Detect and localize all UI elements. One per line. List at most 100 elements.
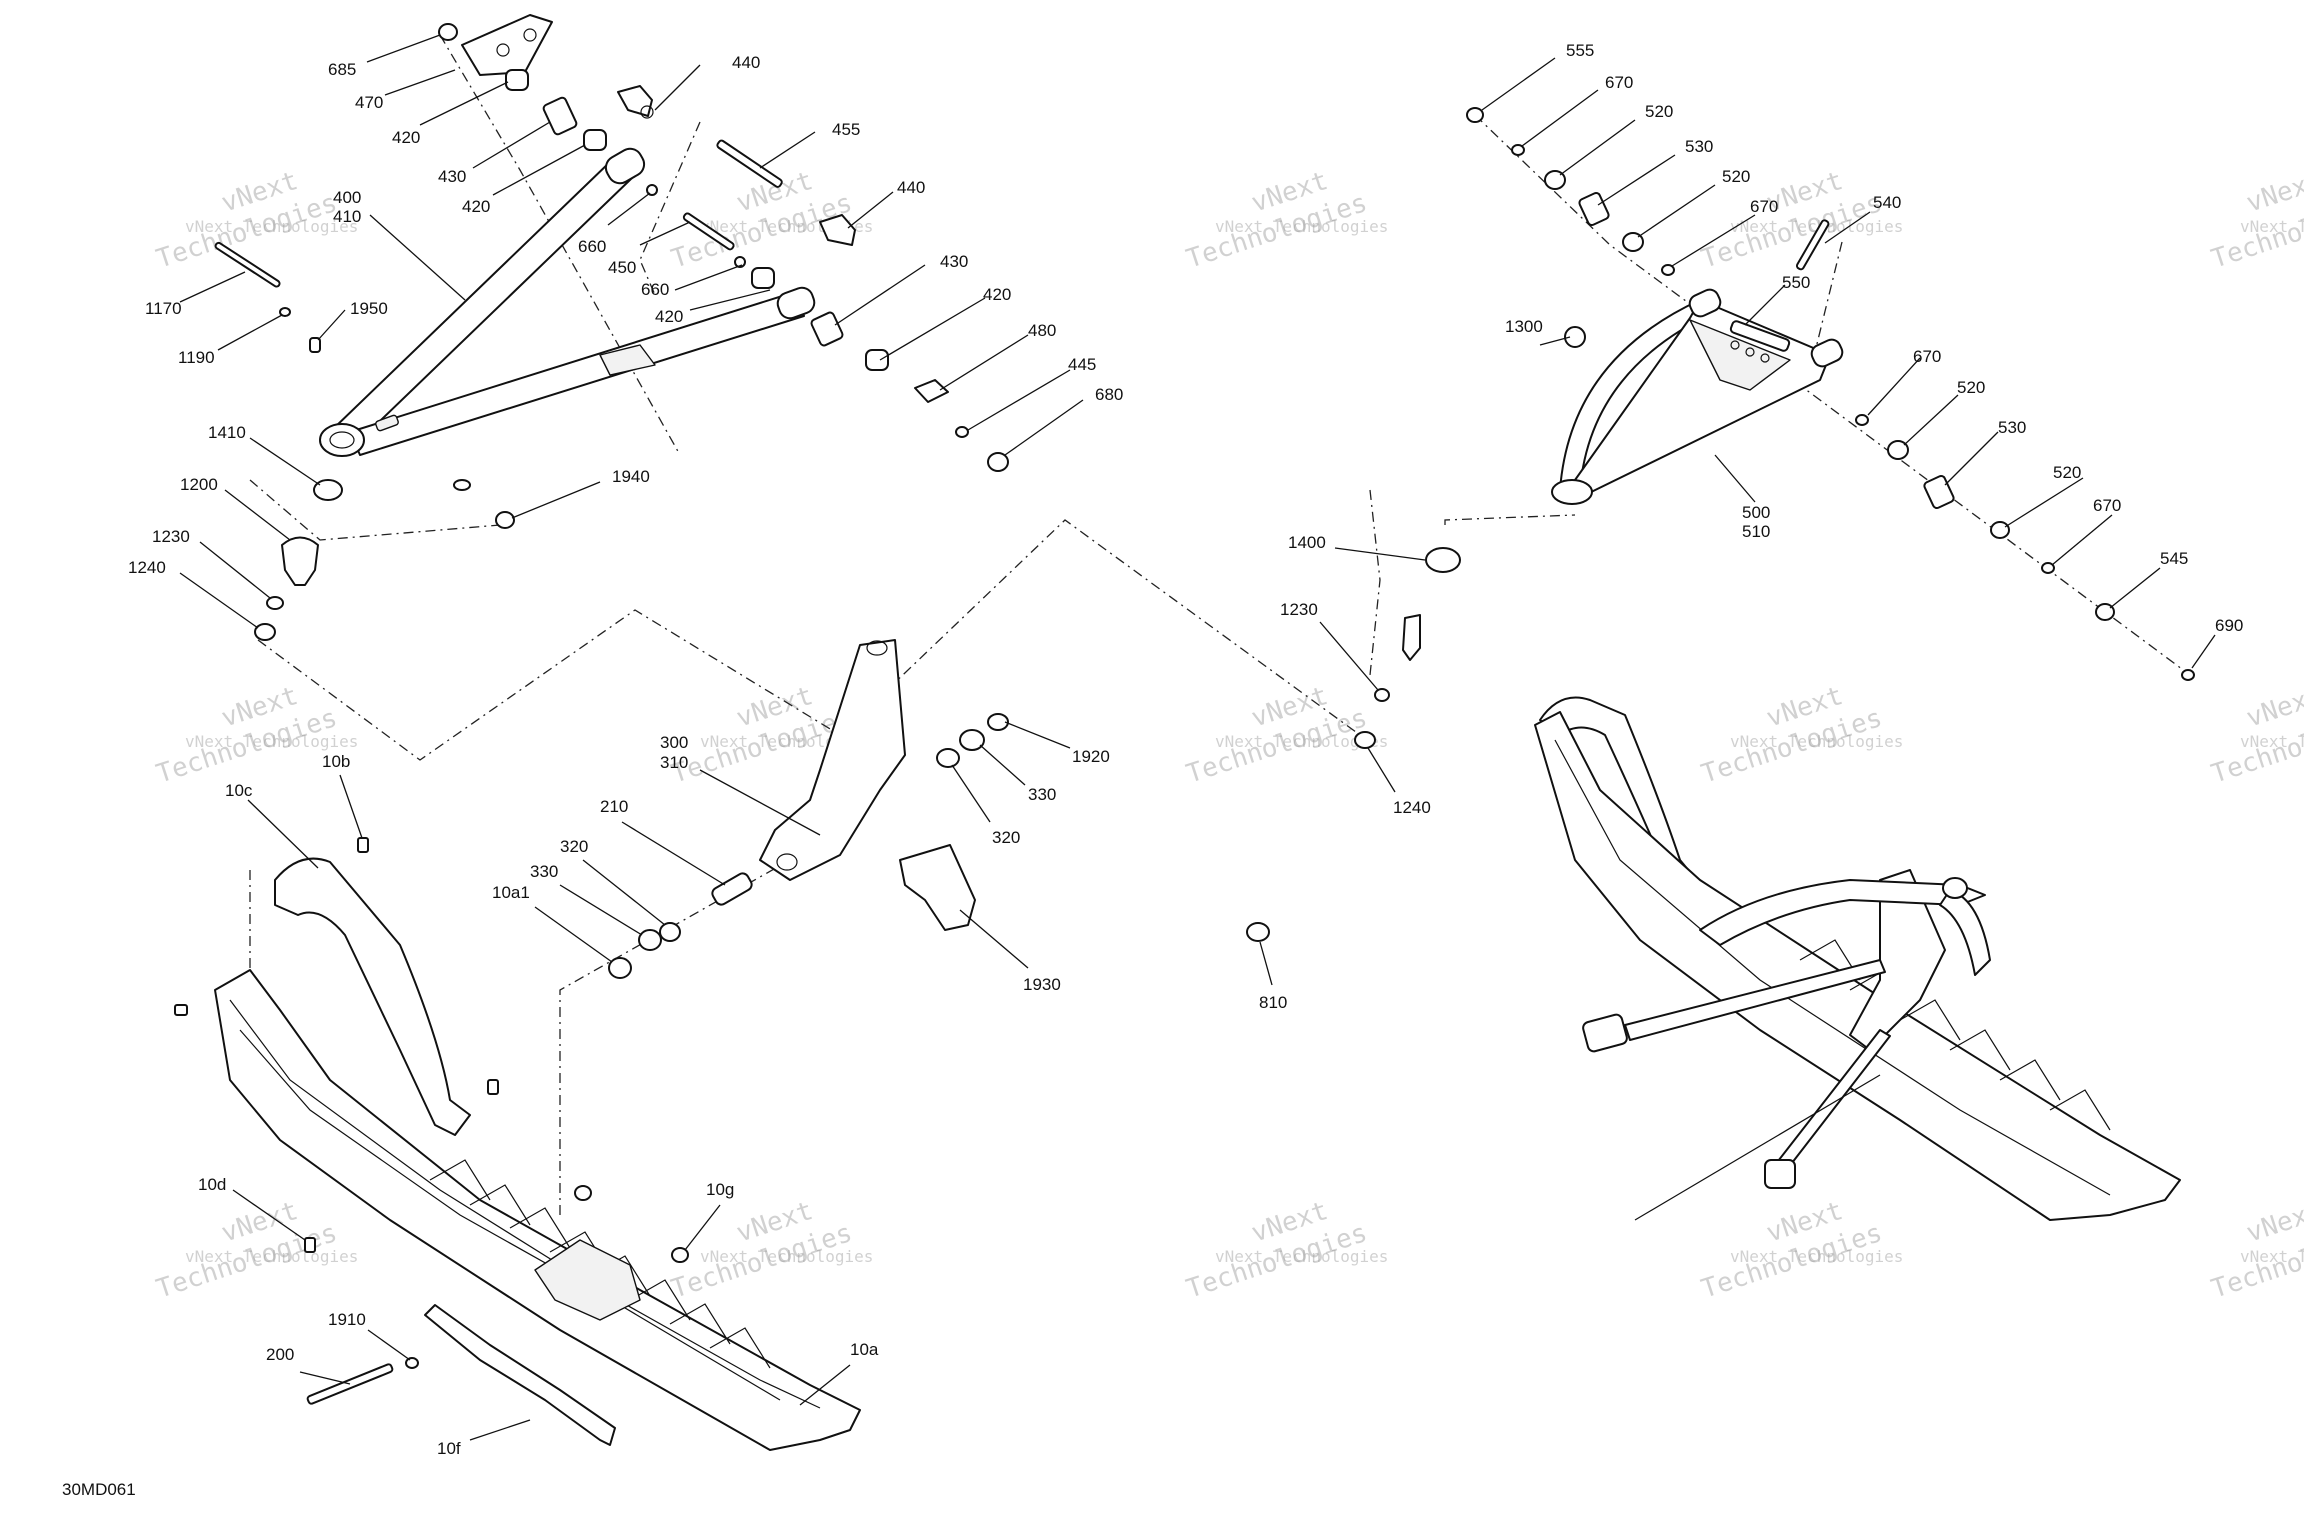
- a-arm-gusset: [599, 344, 656, 376]
- ski-body-10a: [214, 969, 861, 1451]
- bushing-420: [865, 349, 889, 371]
- bushing-330: [959, 729, 985, 751]
- washer-670: [2041, 562, 2055, 574]
- retaining-ring-1410: [313, 479, 343, 501]
- ski-mount-block: [534, 1239, 641, 1321]
- assembly-line: [249, 479, 501, 541]
- washer-670: [1661, 264, 1675, 276]
- nut-680: [987, 452, 1009, 472]
- leader-line: [232, 1189, 306, 1241]
- sleeve-530: [1578, 191, 1610, 227]
- bracket-440: [617, 85, 653, 117]
- callout-label: 10d: [198, 1175, 226, 1194]
- watermark: vNext Technologies vNext Technologies: [153, 1196, 358, 1305]
- leader-line: [684, 1204, 721, 1251]
- leader-line: [607, 192, 651, 226]
- leader-line: [369, 214, 466, 301]
- bushing-520: [1887, 440, 1909, 460]
- leader-line: [317, 309, 346, 341]
- callout-label: 420: [392, 128, 420, 147]
- callout-label: 670: [2093, 496, 2121, 515]
- leader-line: [879, 297, 986, 361]
- watermark: vNext Technologies vNext Technologies: [2208, 681, 2304, 790]
- leader-line: [1671, 214, 1756, 267]
- watermark: vNext Technologies vNext Technologies: [1698, 1196, 1903, 1305]
- leader-line: [367, 1329, 411, 1361]
- watermark-text: vNext: [2243, 1196, 2304, 1249]
- watermark-text: vNext Technologies: [1215, 1247, 1388, 1266]
- gusset-hole: [1730, 340, 1740, 350]
- callout-label: 470: [355, 93, 383, 112]
- callout-label: 1240: [1393, 798, 1431, 817]
- leader-line: [2109, 567, 2161, 609]
- leader-line: [224, 489, 291, 541]
- callout-label: 540: [1873, 193, 1901, 212]
- callout-label: 810: [1259, 993, 1287, 1012]
- nut-545: [2095, 603, 2115, 621]
- callout-label: 545: [2160, 549, 2188, 568]
- assembled-ski: [1534, 696, 2181, 1221]
- leader-line: [799, 1364, 851, 1406]
- ski-body-keel: [239, 1029, 781, 1401]
- leader-line: [2191, 634, 2216, 669]
- assembly-line: [1789, 241, 1843, 353]
- callout-label: 445: [1068, 355, 1096, 374]
- bolt-10b-lower: [174, 1004, 188, 1016]
- ball-joint-bore: [329, 431, 355, 449]
- washer-1230: [266, 596, 284, 610]
- callout-label: 520: [1957, 378, 1985, 397]
- assembled-ski-body: [1534, 711, 2181, 1221]
- callout-label: 440: [897, 178, 925, 197]
- callout-label: 1400: [1288, 533, 1326, 552]
- leader-line: [639, 221, 691, 246]
- watermark-text: vNext Technologies: [700, 1247, 873, 1266]
- watermark: vNext Technologies vNext Technologies: [668, 1196, 873, 1305]
- leader-line: [1004, 721, 1071, 749]
- nut-10g: [671, 1247, 689, 1263]
- watermark: vNext Technologies vNext Technologies: [1698, 681, 1903, 790]
- leader-line: [582, 859, 666, 926]
- watermark-text: vNext: [2243, 166, 2304, 219]
- bushing-10a1: [608, 957, 632, 979]
- callout-label: 200: [266, 1345, 294, 1364]
- leader-line: [1559, 119, 1636, 176]
- watermark-text: vNext Technologies: [185, 217, 358, 236]
- watermark-text: vNext Technologies: [1730, 1247, 1903, 1266]
- assembled-steering-end: [1764, 1159, 1796, 1189]
- spindle-top-bore: [866, 640, 888, 656]
- callout-label: 10g: [706, 1180, 734, 1199]
- ball-joint-1200: [281, 536, 319, 586]
- grease-fitting: [375, 414, 399, 432]
- watermark-text: vNext Technologies: [2240, 732, 2304, 751]
- ring-1300: [1564, 326, 1586, 348]
- watermark: vNext Technologies vNext Technologies: [2208, 166, 2304, 275]
- callout-label: 320: [992, 828, 1020, 847]
- leader-line: [979, 744, 1026, 786]
- diagram-code: 30MD061: [62, 1480, 136, 1499]
- bracket-440-lower: [819, 214, 856, 246]
- leader-line: [299, 1371, 351, 1385]
- callout-label: 480: [1028, 321, 1056, 340]
- spindle-300: [759, 639, 906, 881]
- callout-label: 320: [560, 837, 588, 856]
- nut-555: [1466, 107, 1484, 123]
- callout-label: 670: [1913, 347, 1941, 366]
- leader-line: [179, 271, 246, 303]
- assembled-ski-inner-edge: [1554, 739, 2111, 1196]
- bolt-10b: [357, 837, 369, 853]
- callout-label: 440: [732, 53, 760, 72]
- leader-line: [249, 437, 321, 486]
- leader-line: [959, 909, 1029, 969]
- leader-line: [1714, 454, 1756, 503]
- leader-line: [1259, 941, 1273, 986]
- bushing-320: [936, 748, 960, 768]
- sleeve-430: [810, 311, 844, 347]
- callout-label: 310: [660, 753, 688, 772]
- callout-label: 1200: [180, 475, 218, 494]
- wear-bar-10f: [424, 1304, 616, 1446]
- leader-line: [951, 764, 991, 823]
- front-bushing-sleeve: [604, 147, 646, 185]
- leader-line: [217, 314, 283, 351]
- callout-label: 330: [530, 862, 558, 881]
- callout-label: 430: [940, 252, 968, 271]
